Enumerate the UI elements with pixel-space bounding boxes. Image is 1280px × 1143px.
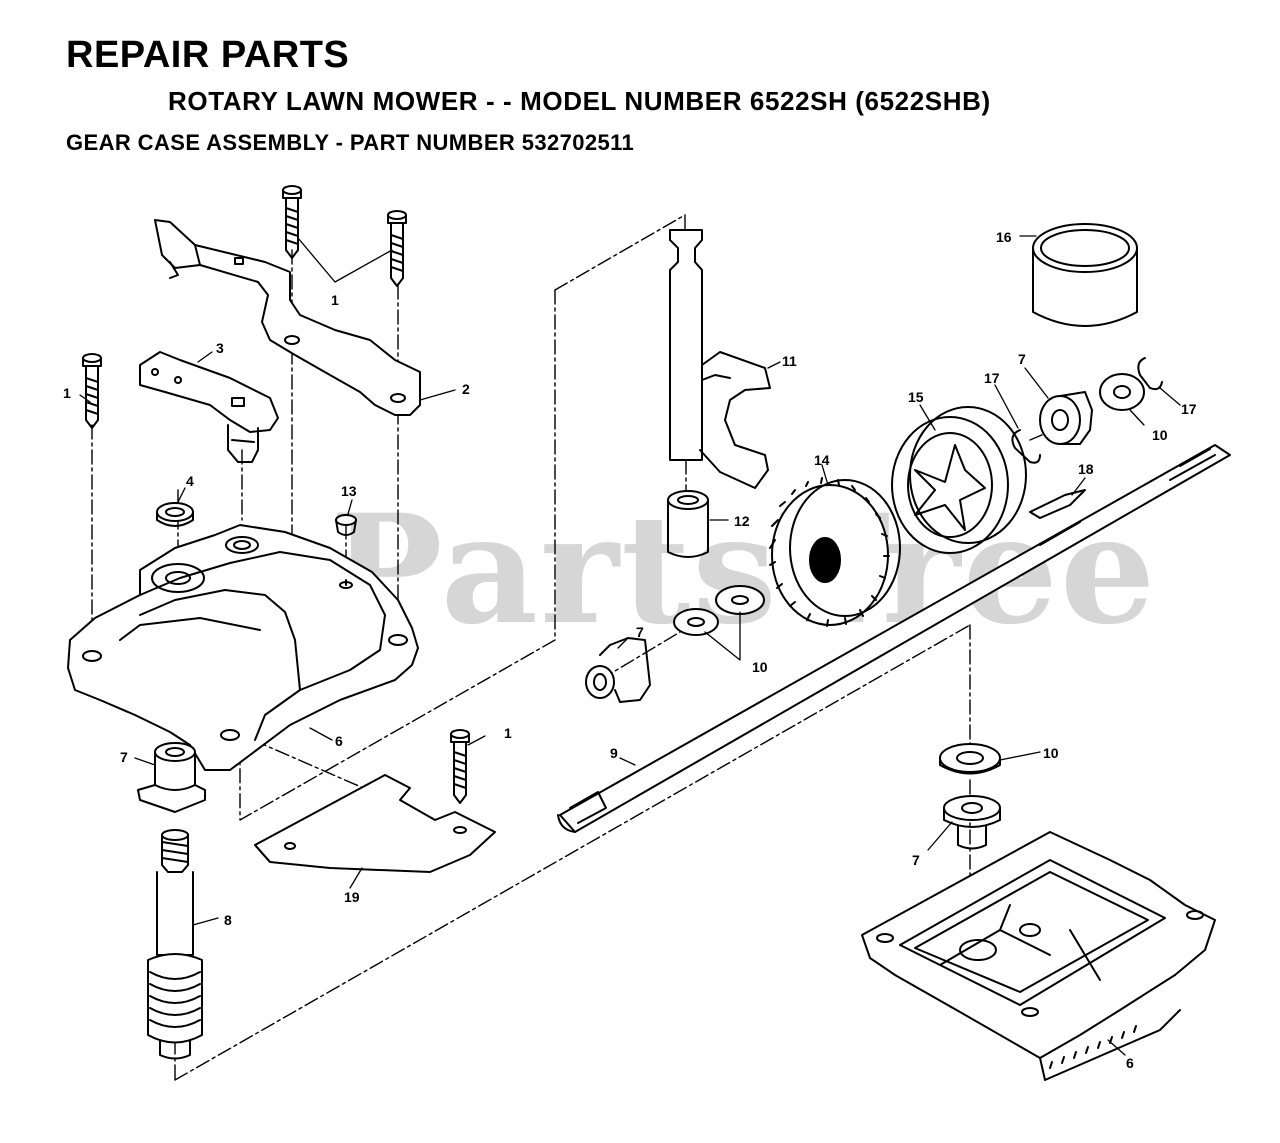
gear-part-14	[769, 477, 901, 627]
callout-10-lower: 10	[1043, 745, 1059, 761]
callout-1-top: 1	[331, 292, 339, 308]
callout-7-right: 7	[1018, 351, 1026, 367]
callout-10-middle: 10	[752, 659, 768, 675]
callout-3: 3	[216, 340, 224, 356]
callout-12: 12	[734, 513, 750, 529]
callout-7-lower: 7	[912, 852, 920, 868]
callout-7-left: 7	[120, 749, 128, 765]
washer-part-10-right	[1099, 373, 1145, 411]
bushing-part-7-lower	[943, 795, 1001, 850]
upper-gear-case-part-6	[67, 524, 419, 771]
bushing-part-7-middle	[585, 637, 651, 703]
callout-6-lower: 6	[1126, 1055, 1134, 1071]
cap-part-16	[1032, 223, 1138, 327]
worm-shaft-part-8	[147, 829, 203, 1060]
callout-10-right: 10	[1152, 427, 1168, 443]
bushing-part-7-left	[137, 742, 206, 813]
callout-9: 9	[610, 745, 618, 761]
callout-1-bottom: 1	[504, 725, 512, 741]
callout-15: 15	[908, 389, 924, 405]
callout-2: 2	[462, 381, 470, 397]
screw-part-1-right	[387, 210, 407, 287]
bushing-part-7-right	[1039, 391, 1093, 445]
screw-part-1-top	[282, 185, 302, 259]
callout-labels: 1 1 1 2 3 4 6 6 7 7 7 7 8 9 10 10 10 11 …	[63, 229, 1197, 1071]
callout-16: 16	[996, 229, 1012, 245]
callout-11: 11	[782, 353, 797, 369]
callout-18: 18	[1078, 461, 1094, 477]
spacer-part-12	[667, 490, 709, 558]
callout-4: 4	[186, 473, 194, 489]
callout-8: 8	[224, 912, 232, 928]
screw-part-1-left	[82, 353, 102, 429]
axle-shaft-part-9	[557, 444, 1231, 833]
retaining-ring-part-17-b	[1137, 357, 1163, 391]
pulley-part-15	[891, 406, 1027, 554]
lever-part-3	[139, 351, 279, 463]
callout-6-upper: 6	[335, 733, 343, 749]
retaining-ring-part-17-a	[1011, 429, 1041, 464]
callout-14: 14	[814, 452, 830, 468]
callout-19: 19	[344, 889, 360, 905]
callout-7-middle: 7	[636, 624, 644, 640]
plug-part-13	[335, 514, 357, 536]
leader-lines	[79, 235, 1181, 1056]
plate-part-19	[254, 774, 496, 873]
key-part-18	[1029, 489, 1086, 519]
lower-gear-case-part-6	[861, 831, 1216, 1081]
washer-part-10-middle-a	[715, 585, 765, 615]
screw-part-1-bottom	[450, 729, 470, 804]
page-title: REPAIR PARTS	[66, 34, 350, 76]
washer-part-10-middle-b	[673, 608, 719, 636]
washer-part-10-lower	[939, 743, 1001, 775]
callout-17-left: 17	[984, 370, 1000, 386]
callout-13: 13	[341, 483, 357, 499]
callout-1-left: 1	[63, 385, 71, 401]
callout-17-right: 17	[1181, 401, 1197, 417]
assembly-subtitle: GEAR CASE ASSEMBLY - PART NUMBER 5327025…	[66, 130, 635, 155]
shifter-fork-part-11	[669, 229, 771, 489]
model-subtitle: ROTARY LAWN MOWER - - MODEL NUMBER 6522S…	[168, 86, 991, 116]
bracket-part-2	[154, 219, 421, 416]
washer-part-4	[156, 502, 194, 527]
